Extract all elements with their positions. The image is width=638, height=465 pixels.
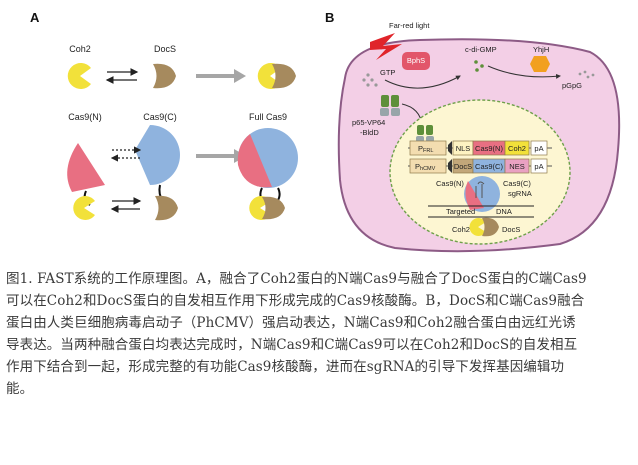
cas9n-label: Cas9(N) xyxy=(68,112,102,122)
cas9c-docs xyxy=(155,195,178,221)
b-cas9c-label: Cas9(C) xyxy=(503,179,531,188)
pa-label: pA xyxy=(534,144,543,153)
bphs-label: BphS xyxy=(407,56,425,65)
far-red-label: Far-red light xyxy=(389,21,430,30)
panel-b-label: B xyxy=(325,10,334,25)
sgrna-shape xyxy=(475,181,485,198)
caption-line: 图1. FAST系统的工作原理图。A，融合了Coh2蛋白的N端Cas9与融合了D… xyxy=(6,271,587,287)
coh2-part-label: Coh2 xyxy=(508,144,526,153)
construct-pfrl: PFRL NLS Cas9(N) Coh2 pA xyxy=(408,140,552,156)
full-cas9-label: Full Cas9 xyxy=(249,112,287,122)
nes-part xyxy=(504,158,530,174)
cdigmp-to-pgpg-arrow xyxy=(487,65,561,79)
nes-label: NES xyxy=(509,162,524,171)
gtp-to-cdigmp-arrow xyxy=(384,75,461,89)
pfrl-promoter xyxy=(409,140,447,156)
yhjh-label: YhjH xyxy=(533,45,549,54)
gtp-dots xyxy=(362,73,378,87)
cdigmp-dots xyxy=(474,60,484,72)
b-coh2-label: Coh2 xyxy=(452,225,470,234)
coh2-shape xyxy=(67,63,91,89)
panel-a-label: A xyxy=(30,10,40,25)
b-docs-shape xyxy=(482,217,499,237)
b-coh2-shape xyxy=(469,218,486,236)
caption-line: 能。 xyxy=(6,381,34,397)
bphs-box xyxy=(402,52,430,70)
caption-line: 可以在Coh2和DocS蛋白的自发相互作用下形成完成的Cas9核酸酶。B，Doc… xyxy=(6,293,585,309)
cas9n-part-label: Cas9(N) xyxy=(475,144,503,153)
b-cas9n-label: Cas9(N) xyxy=(436,179,464,188)
caption-line: 导表达。当两种融合蛋白均表达完成时，N端Cas9和C端Cas9可以在Coh2和D… xyxy=(6,337,578,353)
pgpg-dots xyxy=(578,70,595,79)
figure-caption: 图1. FAST系统的工作原理图。A，融合了Coh2蛋白的N端Cas9与融合了D… xyxy=(6,268,634,400)
cas9c-shape xyxy=(135,125,180,185)
p65-bound xyxy=(416,125,434,142)
gray-arrow-2 xyxy=(196,149,246,163)
b-cas9-red xyxy=(465,181,484,210)
cas9c-label: Cas9(C) xyxy=(143,112,177,122)
panel-b: B Far-red light BphS GTP c-di-GMP YhjH p… xyxy=(325,10,621,253)
construct-phcmv: PhCMV DocS Cas9(C) NES pA xyxy=(408,158,552,174)
gtp-label: GTP xyxy=(380,68,395,77)
panel-a: A Coh2 DocS Cas9(N) Cas9(C) Full Cas9 xyxy=(30,10,298,221)
cas9c-part-label: Cas9(C) xyxy=(475,162,503,171)
coh2-part xyxy=(504,140,530,156)
targeted-label: Targeted xyxy=(446,207,475,216)
sgrna-label: sgRNA xyxy=(508,189,532,198)
docs-part-label: DocS xyxy=(454,162,472,171)
caption-line: 作用下结合到一起，形成完整的有功能Cas9核酸酶，进而在sgRNA的引导下发挥基… xyxy=(6,359,565,375)
docs-label: DocS xyxy=(154,44,176,54)
cdigmp-label: c-di-GMP xyxy=(465,45,497,54)
p65-protein xyxy=(380,95,400,116)
p65-label-2: -BldD xyxy=(360,128,379,137)
phcmv-promoter xyxy=(409,158,447,174)
dna-label: DNA xyxy=(496,207,512,216)
pgpg-label: pGpG xyxy=(562,81,582,90)
lightning-icon xyxy=(370,33,402,60)
p65-label-1: p65-VP64 xyxy=(352,118,385,127)
full-cas9-red xyxy=(237,134,272,188)
cas9n-shape xyxy=(67,143,105,192)
pa-label-2: pA xyxy=(534,162,543,171)
phcmv-label: PhCMV xyxy=(415,162,436,172)
pa-part-2 xyxy=(530,158,548,174)
b-docs-label: DocS xyxy=(502,225,520,234)
caption-line: 蛋白由人类巨细胞病毒启动子（PhCMV）强启动表达，N端Cas9和Coh2融合蛋… xyxy=(6,315,576,331)
complex-docs xyxy=(272,63,296,89)
coh2-label: Coh2 xyxy=(69,44,91,54)
pfrl-label: PFRL xyxy=(418,144,433,154)
docs-shape xyxy=(153,63,176,89)
cas9n-coh2 xyxy=(73,196,95,220)
yhjh-shape xyxy=(530,56,550,72)
nls-label: NLS xyxy=(456,144,471,153)
full-docs xyxy=(262,196,285,220)
pa-part xyxy=(530,140,548,156)
figure: A Coh2 DocS Cas9(N) Cas9(C) Full Cas9 xyxy=(30,10,621,253)
gray-arrow xyxy=(196,69,246,83)
